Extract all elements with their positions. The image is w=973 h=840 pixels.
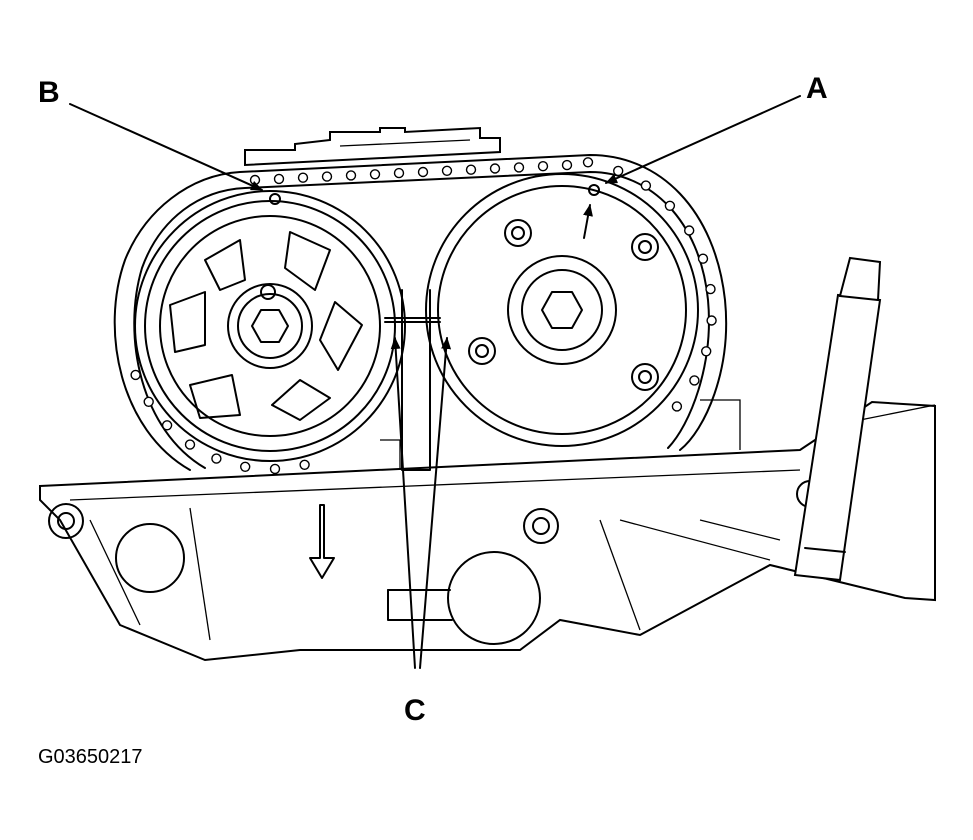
- alignment-plates: [384, 289, 441, 471]
- chain-roller: [345, 170, 357, 181]
- chain-roller: [706, 315, 717, 326]
- chain-roller: [537, 160, 549, 172]
- locating-pin: [793, 256, 882, 582]
- leader-c-left: [390, 337, 416, 669]
- chain-roller: [184, 439, 196, 450]
- chain-roller: [321, 171, 333, 182]
- chain-roller: [465, 164, 477, 175]
- chain-roller: [273, 173, 285, 185]
- right-cam-sprocket: [425, 173, 699, 447]
- chain-roller: [613, 165, 624, 177]
- direction-arrow-icon: [309, 504, 335, 579]
- sprocket-bolt-icon-right: [541, 291, 583, 329]
- leader-a: [605, 95, 801, 184]
- chain-roller: [239, 461, 251, 472]
- chain-roller: [161, 420, 173, 431]
- chain-roller: [689, 375, 700, 386]
- chain-roller: [705, 283, 716, 295]
- leader-c-right: [419, 337, 452, 669]
- chain-roller: [697, 253, 709, 264]
- chain-roller: [143, 396, 154, 407]
- chain-roller: [297, 172, 309, 183]
- chain-roller: [249, 174, 261, 186]
- leader-lines: [69, 95, 801, 669]
- chain-guide: [244, 126, 501, 167]
- chain-roller: [701, 346, 712, 357]
- left-cam-sprocket: [134, 190, 406, 462]
- callout-b: B: [38, 76, 60, 109]
- timing-chain: [113, 154, 728, 475]
- chain-roller: [369, 169, 381, 180]
- chain-roller: [393, 167, 405, 179]
- leader-b: [69, 103, 263, 191]
- figure-code: G03650217: [38, 746, 143, 768]
- chain-roller: [211, 453, 222, 464]
- chain-roller: [489, 163, 501, 174]
- chain-roller: [417, 166, 429, 178]
- chain-roller: [269, 463, 281, 475]
- sprocket-bolt-icon: [251, 309, 289, 343]
- chain-roller: [513, 162, 525, 173]
- cylinder-head: [39, 399, 936, 662]
- chain-roller: [582, 157, 594, 168]
- chain-roller: [640, 180, 652, 191]
- chain-roller: [561, 159, 573, 171]
- chain-roller: [299, 459, 310, 470]
- tdc-mark-arrow-icon: [583, 204, 593, 239]
- chain-roller: [684, 225, 695, 236]
- callout-c: C: [404, 694, 426, 727]
- chain-roller: [664, 200, 676, 212]
- chain-roller: [441, 165, 453, 177]
- chain-roller: [130, 369, 141, 381]
- callout-a: A: [806, 72, 828, 105]
- chain-roller: [671, 401, 683, 412]
